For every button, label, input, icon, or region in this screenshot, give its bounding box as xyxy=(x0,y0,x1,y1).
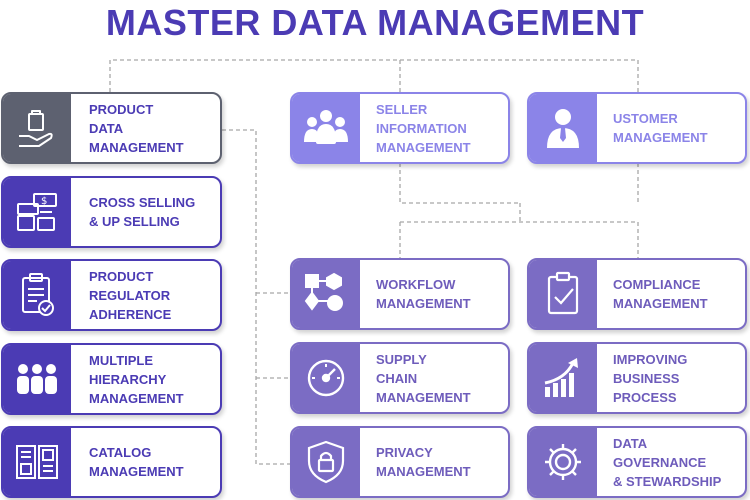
card-workflow-management: WORKFLOW MANAGEMENT xyxy=(290,258,510,330)
card-label: IMPROVING BUSINESS PROCESS xyxy=(613,351,688,405)
compliance-clipboard-icon xyxy=(529,260,597,328)
svg-text:$: $ xyxy=(41,196,47,207)
checklist-clipboard-icon xyxy=(3,261,71,329)
card-label: CROSS SELLING & UP SELLING xyxy=(89,195,196,229)
card-product-data-management: PRODUCT DATA MANAGEMENT xyxy=(1,92,222,164)
card-label: CATALOG MANAGEMENT xyxy=(89,445,184,479)
card-multiple-hierarchy: MULTIPLE HIERARCHY MANAGEMENT xyxy=(1,343,222,415)
card-label: SELLER INFORMATION MANAGEMENT xyxy=(376,101,471,155)
card-catalog-management: CATALOG MANAGEMENT xyxy=(1,426,222,498)
card-label: PRIVACY MANAGEMENT xyxy=(376,445,471,479)
top-connector xyxy=(109,59,639,92)
diagram-title: MASTER DATA MANAGEMENT xyxy=(105,2,645,43)
mid-connector xyxy=(400,221,639,258)
workflow-icon xyxy=(292,260,360,328)
gauge-icon xyxy=(292,344,360,412)
left-link-connector xyxy=(222,129,290,465)
card-label: MULTIPLE HIERARCHY MANAGEMENT xyxy=(89,352,184,406)
shield-lock-icon xyxy=(292,428,360,496)
card-label: WORKFLOW MANAGEMENT xyxy=(376,277,471,311)
gear-icon xyxy=(529,428,597,496)
card-label: SUPPLY CHAIN MANAGEMENT xyxy=(376,351,471,405)
card-label: USTOMER MANAGEMENT xyxy=(613,111,708,145)
card-customer-management: USTOMER MANAGEMENT xyxy=(527,92,747,164)
card-compliance-management: COMPLIANCE MANAGEMENT xyxy=(527,258,747,330)
growth-chart-icon xyxy=(529,344,597,412)
card-product-regulator-adherence: PRODUCT REGULATOR ADHERENCE xyxy=(1,259,222,331)
people-group-icon xyxy=(3,345,71,413)
hand-bag-icon xyxy=(3,94,71,162)
businessman-icon xyxy=(529,94,597,162)
seller-drop-connector xyxy=(399,163,520,204)
card-label: PRODUCT DATA MANAGEMENT xyxy=(89,101,184,155)
open-catalog-icon xyxy=(3,428,71,496)
money-stack-icon: $ xyxy=(3,178,71,246)
card-seller-information: SELLER INFORMATION MANAGEMENT xyxy=(290,92,510,164)
card-label: COMPLIANCE MANAGEMENT xyxy=(613,277,708,311)
card-label: PRODUCT REGULATOR ADHERENCE xyxy=(89,268,172,322)
card-supply-chain-management: SUPPLY CHAIN MANAGEMENT xyxy=(290,342,510,414)
card-privacy-management: PRIVACY MANAGEMENT xyxy=(290,426,510,498)
card-data-governance: DATA GOVERNANCE & STEWARDSHIP xyxy=(527,426,747,498)
card-improving-business-process: IMPROVING BUSINESS PROCESS xyxy=(527,342,747,414)
card-label: DATA GOVERNANCE & STEWARDSHIP xyxy=(613,435,722,489)
card-cross-selling: $ CROSS SELLING & UP SELLING xyxy=(1,176,222,248)
group-icon xyxy=(292,94,360,162)
